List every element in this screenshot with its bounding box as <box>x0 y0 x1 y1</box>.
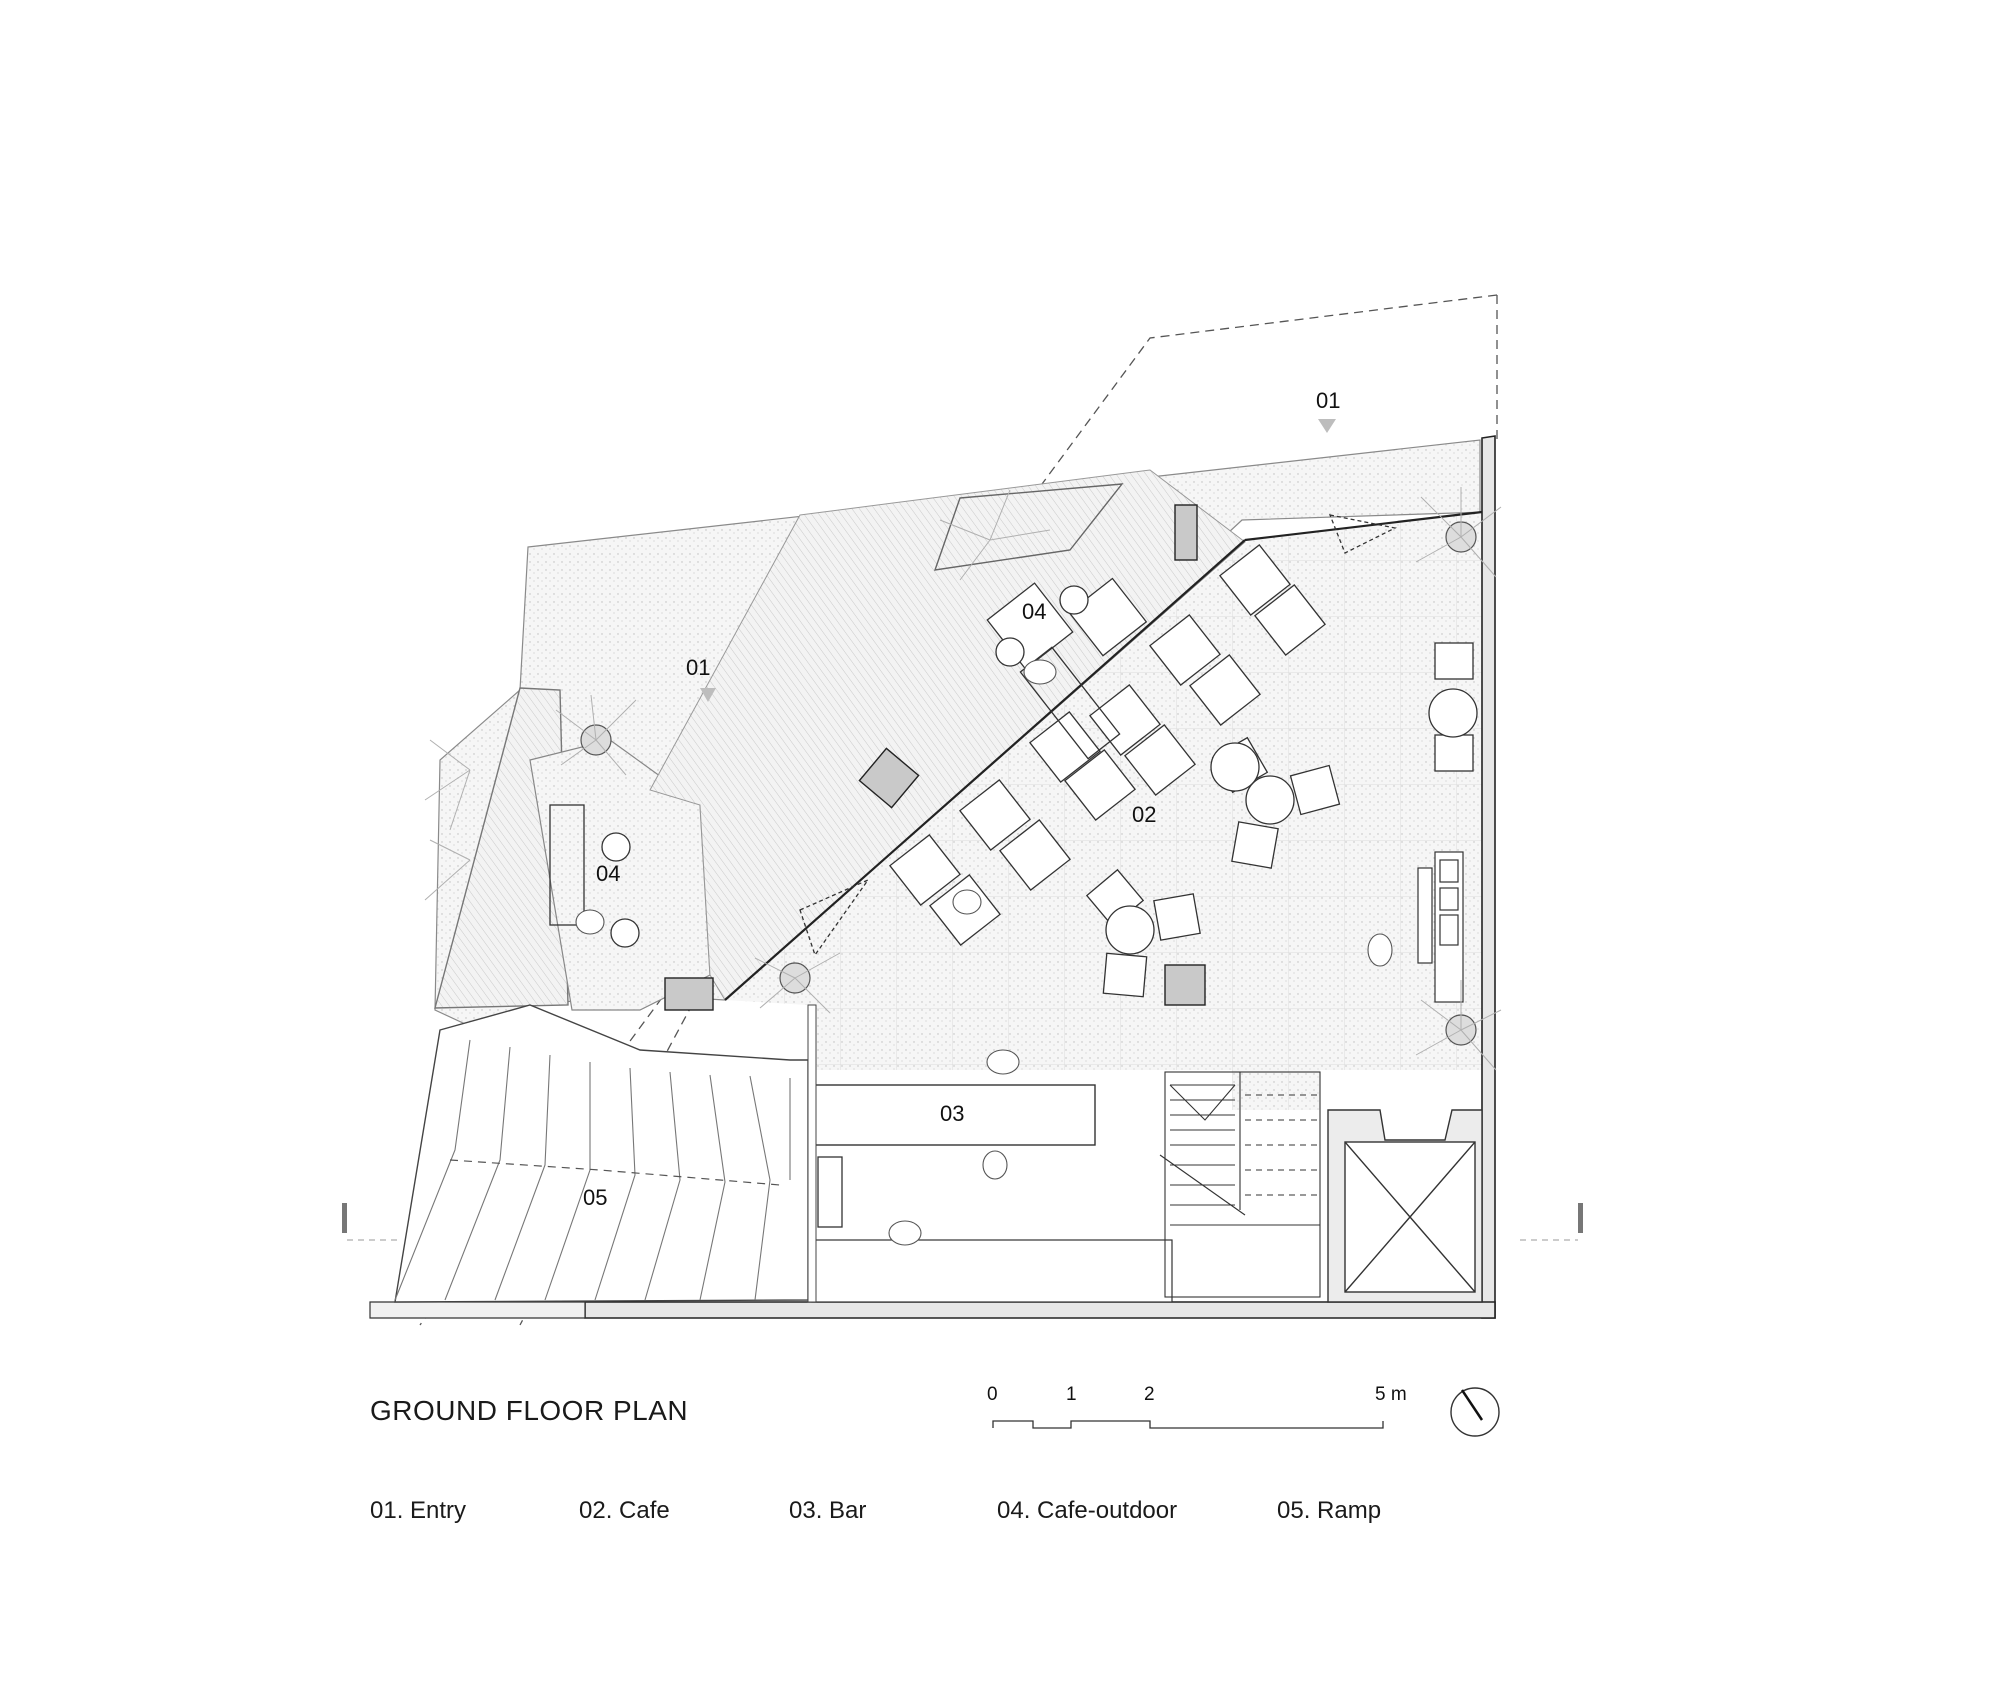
foliage <box>424 487 1502 1071</box>
room-label-ramp: 05 <box>583 1185 607 1210</box>
entry-arrow-icon <box>799 514 1397 957</box>
glazing-line <box>724 539 1246 1001</box>
staircase <box>1159 1071 1321 1298</box>
ramp <box>394 1004 809 1303</box>
scale-tick-5m: 5 m <box>1375 1384 1407 1405</box>
room-label-entry-top: 01 <box>1316 388 1340 413</box>
room-label-outdoor-upper: 04 <box>1022 599 1046 624</box>
section-mark <box>342 1203 1583 1241</box>
legend-item-entry: 01. Entry <box>370 1497 467 1524</box>
room-label-bar: 03 <box>940 1101 964 1126</box>
person-icon <box>575 659 1393 1246</box>
lift-shaft <box>1327 1109 1483 1303</box>
legend-item-bar: 03. Bar <box>789 1497 867 1524</box>
legend-item-cafe: 02. Cafe <box>579 1497 670 1524</box>
north-arrow-icon <box>1450 1387 1500 1437</box>
round-tables <box>601 585 1478 955</box>
room-label-entry-left: 01 <box>686 655 710 680</box>
room-label-outdoor-left: 04 <box>596 861 620 886</box>
wall-shelving <box>1417 851 1464 1003</box>
bottom-wall <box>584 1301 1496 1319</box>
room-label-cafe: 02 <box>1132 802 1156 827</box>
structural-columns <box>664 504 1206 1011</box>
legend-item-ramp: 05. Ramp <box>1277 1497 1382 1524</box>
entry-marker-icon <box>700 419 1336 702</box>
plan-title: GROUND FLOOR PLAN <box>370 1395 689 1426</box>
scale-tick-1: 1 <box>1066 1384 1077 1405</box>
scale-bar: 0 1 2 5 m <box>987 1384 1407 1429</box>
scale-tick-0: 0 <box>987 1384 998 1405</box>
bar-counter <box>807 1004 1173 1303</box>
scale-tick-2: 2 <box>1144 1384 1155 1405</box>
upper-planter <box>933 483 1124 571</box>
legend-item-cafe-outdoor: 04. Cafe-outdoor <box>997 1497 1178 1524</box>
